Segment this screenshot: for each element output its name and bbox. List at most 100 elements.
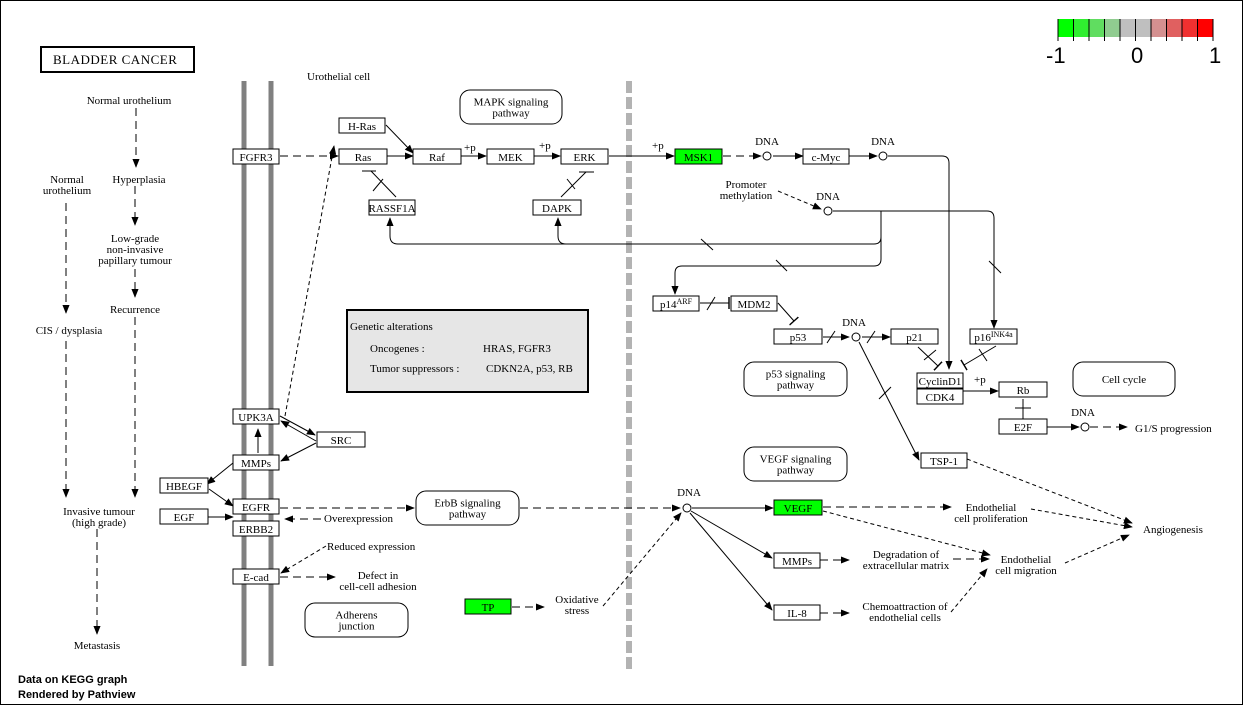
- gene-node-cyclind1[interactable]: CyclinD1: [916, 372, 964, 389]
- gene-box[interactable]: [232, 568, 280, 585]
- gene-node-e2f[interactable]: E2F: [998, 418, 1048, 435]
- annotations: Promoter methylation G1/S progression Ov…: [324, 179, 1212, 624]
- gene-node-rassf1a[interactable]: RASSF1A: [368, 199, 416, 216]
- gene-node-raf[interactable]: Raf: [412, 148, 462, 165]
- gene-node-vegf[interactable]: VEGF: [773, 499, 823, 516]
- g1s-progression: G1/S progression: [1135, 423, 1212, 435]
- gene-node-upk3a[interactable]: UPK3A: [232, 408, 280, 425]
- gene-node-mmps1[interactable]: MMPs: [232, 454, 280, 471]
- gene-node-egf[interactable]: EGF: [159, 508, 209, 525]
- color-legend: -1 0 1: [1046, 19, 1221, 68]
- gene-node-p14[interactable]: p14ARF: [652, 295, 700, 312]
- gene-box[interactable]: [674, 148, 723, 165]
- gene-box[interactable]: [998, 418, 1048, 435]
- gene-node-egfr[interactable]: EGFR: [232, 498, 280, 515]
- pathway-node-cellcycle[interactable]: Cell cycle: [1072, 361, 1176, 397]
- gene-node-ecad[interactable]: E-cad: [232, 568, 280, 585]
- gene-box[interactable]: [773, 552, 821, 569]
- stage-cis-dysplasia: CIS / dysplasia: [36, 325, 103, 337]
- gene-node-il8[interactable]: IL-8: [773, 604, 821, 621]
- pathway-box[interactable]: [459, 89, 563, 125]
- gene-box[interactable]: [232, 498, 280, 515]
- gene-node-src[interactable]: SRC: [316, 431, 366, 448]
- gene-label: IL-8: [787, 608, 807, 620]
- legend-swatch: [1166, 19, 1182, 37]
- gene-label: Ras: [355, 152, 372, 164]
- legend-swatch: [1182, 19, 1198, 37]
- gene-box[interactable]: [159, 477, 209, 494]
- pathway-label: MAPK signaling: [474, 97, 549, 109]
- gene-node-erbb2[interactable]: ERBB2: [232, 520, 280, 537]
- gene-node-mdm2[interactable]: MDM2: [730, 295, 778, 312]
- gene-node-mek[interactable]: MEK: [486, 148, 535, 165]
- gene-box[interactable]: [773, 499, 823, 516]
- gene-label: TSP-1: [930, 456, 958, 468]
- gene-box[interactable]: [232, 408, 280, 425]
- gene-label: HBEGF: [166, 481, 202, 493]
- gene-box[interactable]: [338, 117, 386, 134]
- pathway-box[interactable]: [415, 490, 520, 526]
- gene-box[interactable]: [920, 452, 968, 469]
- gene-box[interactable]: [916, 372, 964, 389]
- gene-box[interactable]: [560, 148, 609, 165]
- gene-box[interactable]: [802, 148, 850, 165]
- legend-swatch: [1104, 19, 1120, 37]
- gene-box[interactable]: [916, 388, 964, 405]
- gene-node-p21[interactable]: p21: [890, 328, 939, 345]
- gene-node-hbegf[interactable]: HBEGF: [159, 477, 209, 494]
- dna-label: DNA: [677, 487, 701, 499]
- gene-box[interactable]: [773, 328, 823, 345]
- gene-box[interactable]: [652, 295, 700, 312]
- gene-node-dapk[interactable]: DAPK: [532, 199, 582, 216]
- pathway-box[interactable]: [304, 602, 409, 638]
- gene-box[interactable]: [998, 381, 1048, 398]
- gene-box[interactable]: [232, 148, 280, 165]
- gene-box[interactable]: [532, 199, 582, 216]
- gene-box[interactable]: [159, 508, 209, 525]
- gene-label: p21: [906, 332, 923, 344]
- gene-node-erk[interactable]: ERK: [560, 148, 609, 165]
- gene-box[interactable]: [232, 520, 280, 537]
- gene-node-ras[interactable]: Ras: [338, 148, 388, 165]
- gene-box[interactable]: [730, 295, 778, 312]
- gene-node-fgfr3[interactable]: FGFR3: [232, 148, 280, 165]
- gene-box[interactable]: [890, 328, 939, 345]
- gene-label: E2F: [1014, 422, 1032, 434]
- gene-label: DAPK: [542, 203, 572, 215]
- gene-box[interactable]: [368, 199, 416, 216]
- gene-node-tp[interactable]: TP: [464, 598, 512, 615]
- gene-box[interactable]: [773, 604, 821, 621]
- pathway-box[interactable]: [743, 361, 848, 397]
- gene-node-msk1[interactable]: MSK1: [674, 148, 723, 165]
- gene-box[interactable]: [316, 431, 366, 448]
- gene-box[interactable]: [486, 148, 535, 165]
- gene-box[interactable]: [464, 598, 512, 615]
- gene-box[interactable]: [232, 454, 280, 471]
- promoter-methylation-line2: methylation: [720, 190, 773, 202]
- pathway-box[interactable]: [1072, 361, 1176, 397]
- gene-node-cmyc[interactable]: c-Myc: [802, 148, 850, 165]
- legend-swatch: [1073, 19, 1089, 37]
- stage-lowgrade-line3: papillary tumour: [98, 255, 172, 267]
- legend-max-label: 1: [1209, 43, 1221, 68]
- gene-node-cdk4[interactable]: CDK4: [916, 388, 964, 405]
- gene-node-p53[interactable]: p53: [773, 328, 823, 345]
- gene-box[interactable]: [969, 328, 1018, 345]
- pathway-box[interactable]: [743, 446, 848, 482]
- gene-node-p16[interactable]: p16INK4a: [969, 328, 1018, 345]
- gene-box[interactable]: [338, 148, 388, 165]
- gene-node-mmps2[interactable]: MMPs: [773, 552, 821, 569]
- gene-node-rb[interactable]: Rb: [998, 381, 1048, 398]
- gene-node-hras[interactable]: H-Ras: [338, 117, 386, 134]
- gene-node-tsp1[interactable]: TSP-1: [920, 452, 968, 469]
- stage-lowgrade-line1: Low-grade: [111, 233, 159, 245]
- gene-label: Rb: [1017, 385, 1030, 397]
- gene-box[interactable]: [412, 148, 462, 165]
- gene-label: MDM2: [737, 299, 770, 311]
